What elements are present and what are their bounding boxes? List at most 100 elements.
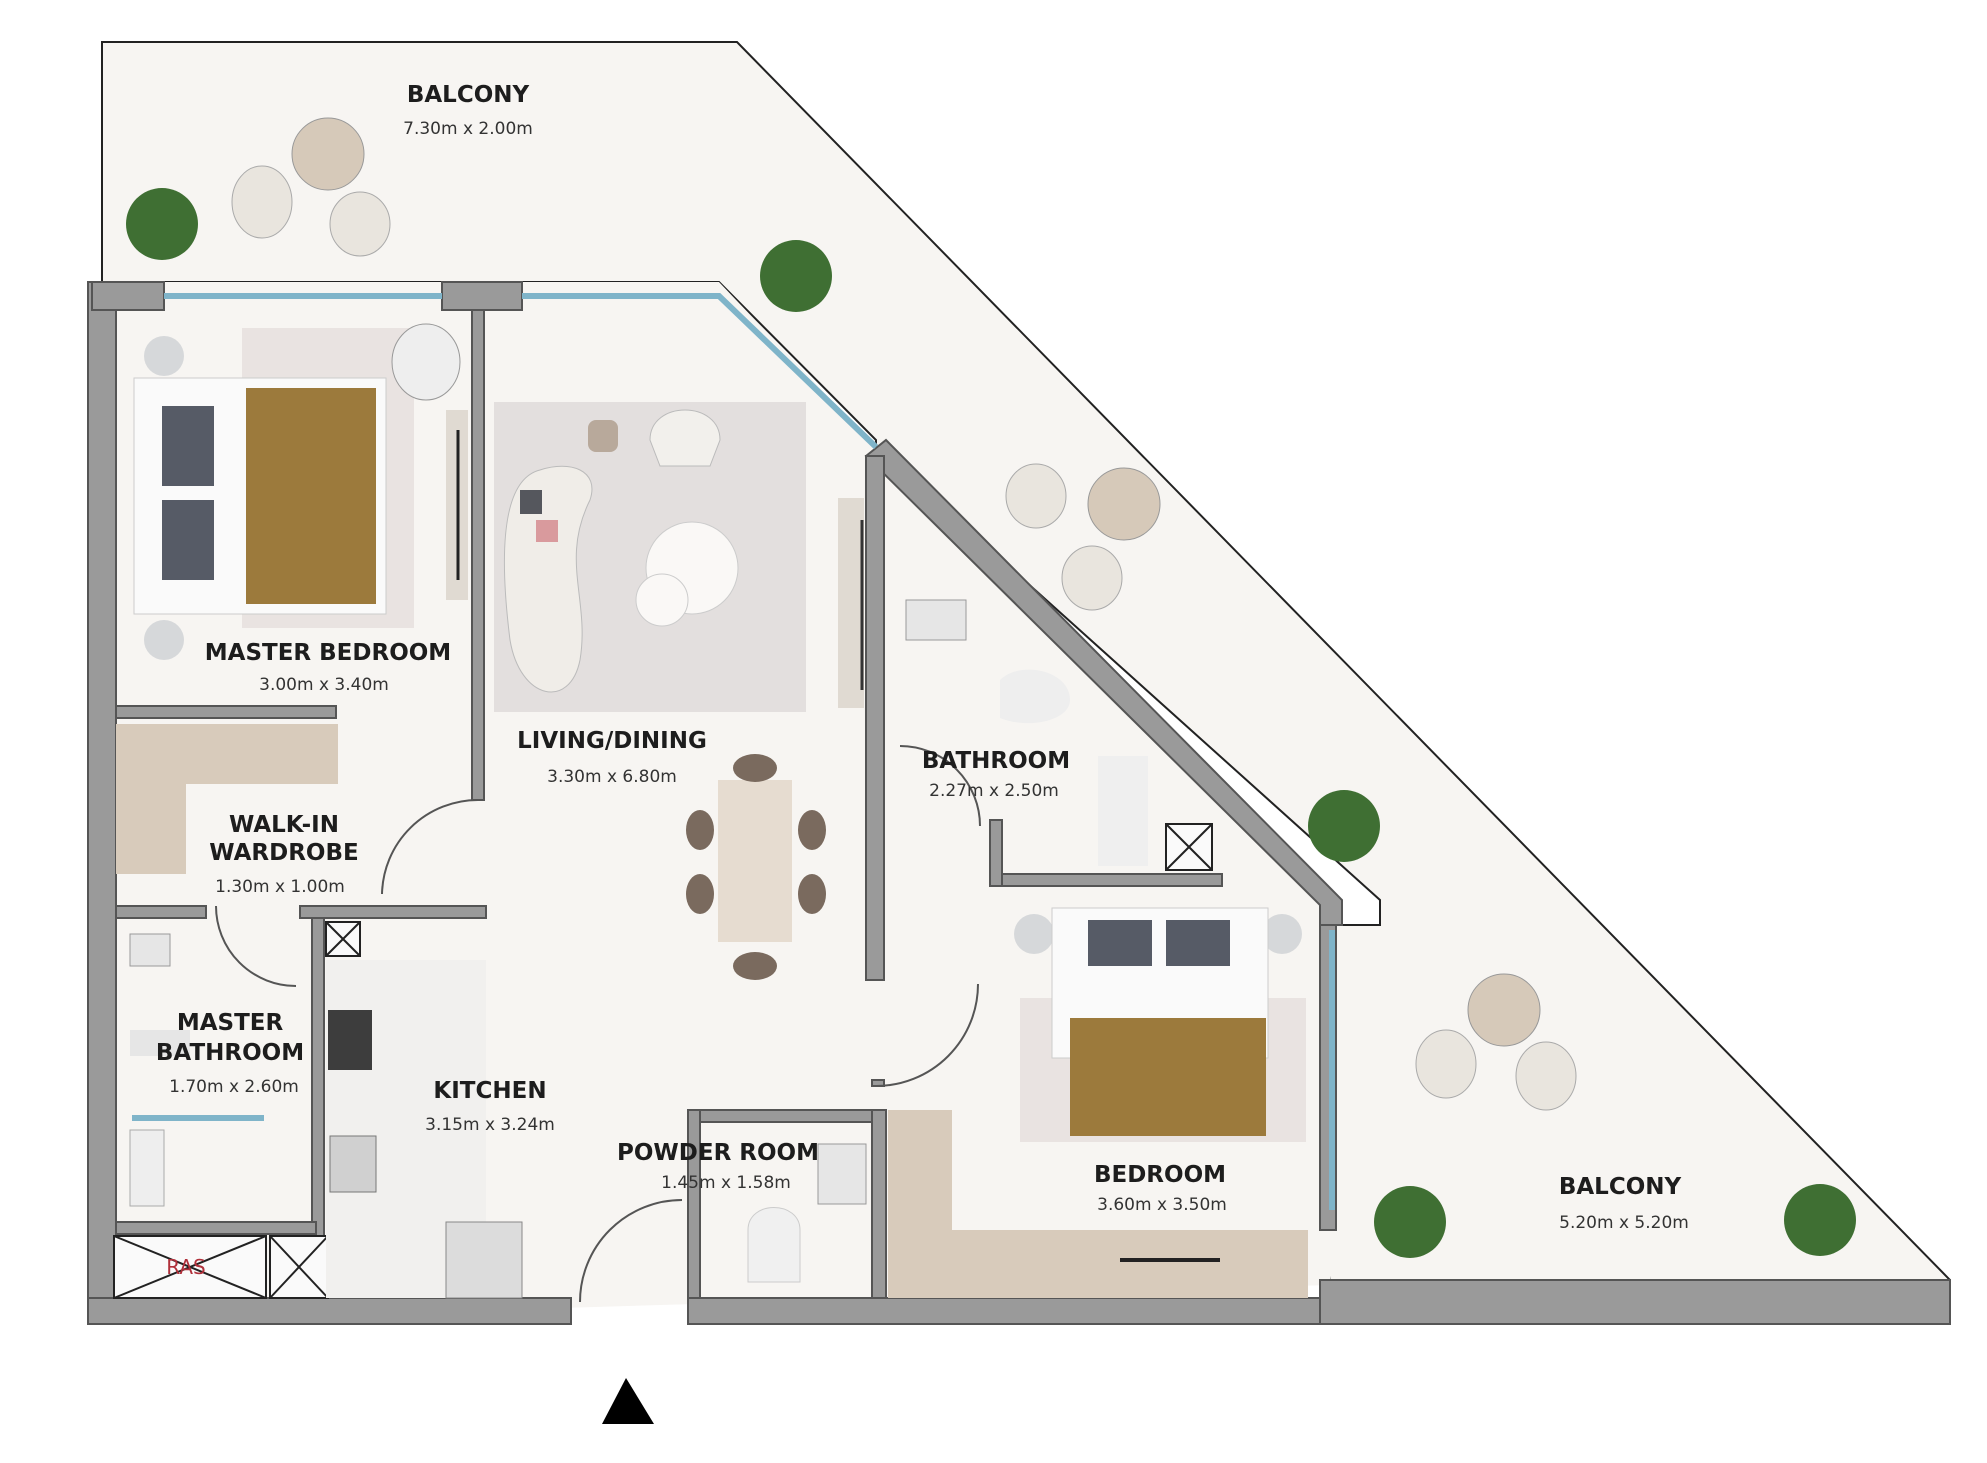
side-table-icon — [144, 620, 184, 660]
door-swing-icon — [875, 983, 979, 1087]
wall-powder-right — [871, 1109, 887, 1299]
door-swing-icon — [579, 1199, 683, 1303]
wall-bottom-left — [87, 1297, 572, 1325]
window-living — [522, 293, 879, 450]
plant-icon — [1784, 1184, 1856, 1256]
shower-icon — [1098, 756, 1148, 866]
cushion-icon — [520, 490, 542, 514]
vanity-icon — [130, 1030, 190, 1056]
bed-throw — [1070, 1018, 1266, 1136]
room-size: 5.20m x 5.20m — [1559, 1213, 1689, 1233]
door-swing-icon — [899, 745, 981, 827]
bedroom-wardrobe — [888, 1110, 952, 1234]
room-label: BATHROOM — [156, 1040, 304, 1066]
room-size: 1.30m x 1.00m — [215, 877, 345, 897]
door-swing-icon — [215, 905, 297, 987]
lounge-chair-icon — [1515, 1041, 1577, 1111]
dining-table — [718, 780, 792, 942]
walls — [87, 281, 1951, 1325]
balcony-table-icon — [291, 117, 365, 191]
room-label: POWDER ROOM — [617, 1140, 819, 1166]
door-swing-icon — [381, 799, 479, 895]
room-size: 1.70m x 2.60m — [169, 1077, 299, 1097]
room-label: MASTER BEDROOM — [205, 640, 451, 666]
chair-icon — [798, 810, 826, 850]
wall-kitchen-top — [299, 905, 487, 919]
sofa-icon — [503, 465, 593, 693]
chair-icon — [686, 810, 714, 850]
shower-icon — [129, 1129, 165, 1207]
tv-unit — [838, 498, 864, 708]
side-table-icon — [144, 336, 184, 376]
room-label: BALCONY — [407, 82, 530, 108]
wall-bathroom-bottom — [1001, 873, 1223, 887]
side-table-icon — [1262, 914, 1302, 954]
master-bedroom-furniture — [133, 323, 468, 660]
toilet-icon — [747, 1207, 801, 1283]
room-size: 1.45m x 1.58m — [661, 1173, 791, 1193]
ottoman-icon — [588, 420, 618, 452]
wall-master-living — [471, 309, 485, 801]
room-label: LIVING/DINING — [517, 728, 707, 754]
lounge-chair-icon — [231, 165, 293, 239]
pillow-icon — [1088, 920, 1152, 966]
lounge-chair-icon — [329, 191, 391, 257]
plant-icon — [1374, 1186, 1446, 1258]
living-furniture — [494, 402, 864, 980]
bathroom-fixtures — [905, 599, 1148, 866]
room-label: WALK-IN — [229, 812, 339, 838]
room-label: BATHROOM — [922, 748, 1070, 774]
pillar-top-mid — [441, 281, 523, 311]
room-size: 3.60m x 3.50m — [1097, 1195, 1227, 1215]
ras-label: RAS — [166, 1255, 205, 1279]
wall-wardrobe-bottom — [115, 905, 207, 919]
pillow-icon — [1166, 920, 1230, 966]
room-labels: BALCONY 7.30m x 2.00m MASTER BEDROOM 3.0… — [156, 82, 1689, 1233]
room-size: 7.30m x 2.00m — [403, 119, 533, 139]
plant-icon — [126, 188, 198, 260]
pillar-top-left — [91, 281, 165, 311]
wall-powder-top — [687, 1109, 879, 1123]
plant-icon — [760, 240, 832, 312]
balcony-furniture — [231, 117, 1577, 1111]
lounge-chair-icon — [1005, 463, 1067, 529]
side-table-icon — [1014, 914, 1054, 954]
chair-icon — [733, 952, 777, 980]
wall-bathroom-left — [989, 819, 1003, 887]
bed-throw — [246, 388, 376, 604]
room-label: BALCONY — [1559, 1174, 1682, 1200]
fridge-icon — [445, 1221, 523, 1299]
cushion-icon — [536, 520, 558, 542]
kitchen-fixtures — [326, 960, 523, 1299]
pillow-icon — [162, 500, 214, 580]
walk-in-wardrobe-furniture — [116, 724, 338, 874]
chair-icon — [733, 754, 777, 782]
lounge-chair-icon — [1061, 545, 1123, 611]
cooktop-icon — [328, 1010, 372, 1070]
glazing — [132, 293, 1335, 1210]
wall-left — [87, 281, 117, 1325]
toilet-icon — [1000, 669, 1070, 724]
room-label: BEDROOM — [1094, 1162, 1226, 1188]
chair-icon — [798, 874, 826, 914]
sink-icon — [905, 599, 967, 641]
sink-icon — [129, 933, 171, 967]
armchair-icon — [391, 323, 461, 401]
coffee-table-icon — [635, 573, 689, 627]
dining-chairs — [686, 754, 826, 980]
chair-icon — [686, 874, 714, 914]
room-size: 3.00m x 3.40m — [259, 675, 389, 695]
wardrobe-shelf — [116, 724, 186, 874]
pillow-icon — [162, 406, 214, 486]
wall-powder-left — [687, 1109, 701, 1299]
lounge-chair-icon — [1415, 1029, 1477, 1099]
balcony-table-icon — [1087, 467, 1161, 541]
room-size: 3.15m x 3.24m — [425, 1115, 555, 1135]
wall-bottom-balcony — [1319, 1279, 1951, 1325]
bedroom-wardrobe — [888, 1230, 1308, 1298]
plant-icon — [1308, 790, 1380, 862]
balcony-table-icon — [1467, 973, 1541, 1047]
entrance-arrow-icon — [602, 1378, 654, 1424]
room-label: WARDROBE — [209, 840, 358, 866]
